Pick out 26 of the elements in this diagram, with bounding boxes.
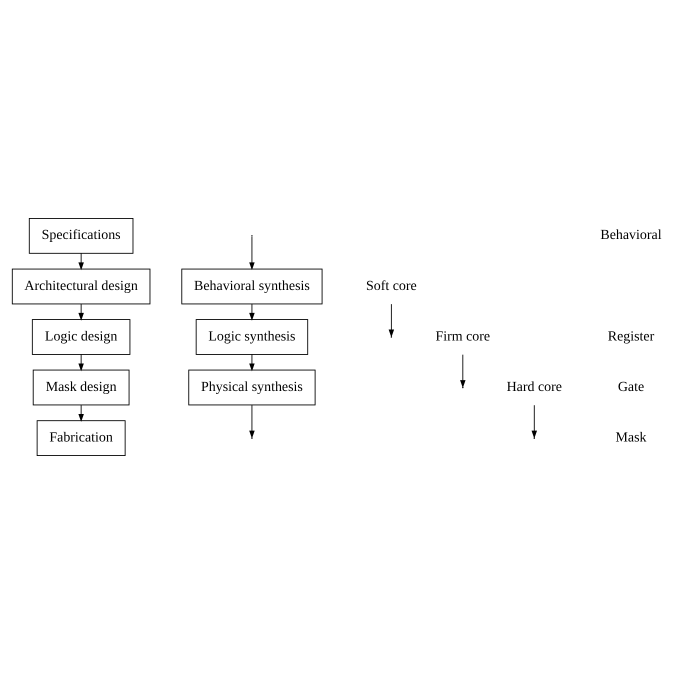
arrow [249, 236, 255, 270]
arrow [532, 404, 538, 438]
arrow [249, 404, 255, 438]
label: Behavioral [600, 228, 662, 243]
node-box: Specifications [28, 218, 134, 254]
node-text: Hard core [506, 379, 562, 394]
label: Gate [618, 379, 644, 394]
arrow [388, 303, 394, 337]
node-box: Architectural design [12, 268, 150, 304]
node-text: Firm core [436, 328, 490, 344]
node-box: Mask design [32, 369, 130, 405]
node-box: Logic design [32, 318, 130, 354]
label: Register [608, 328, 654, 344]
node-box: Logic synthesis [196, 318, 308, 354]
node-box: Behavioral synthesis [181, 268, 323, 304]
node-box: Physical synthesis [188, 369, 316, 405]
arrow [249, 303, 255, 320]
arrow [78, 252, 84, 270]
label: Mask [616, 430, 646, 445]
arrow [78, 404, 84, 422]
arrow [460, 354, 466, 388]
node-box: Fabrication [36, 420, 126, 456]
arrow [78, 354, 84, 371]
arrow [249, 354, 255, 371]
node-text: Soft core [366, 278, 417, 294]
arrow [78, 303, 84, 320]
